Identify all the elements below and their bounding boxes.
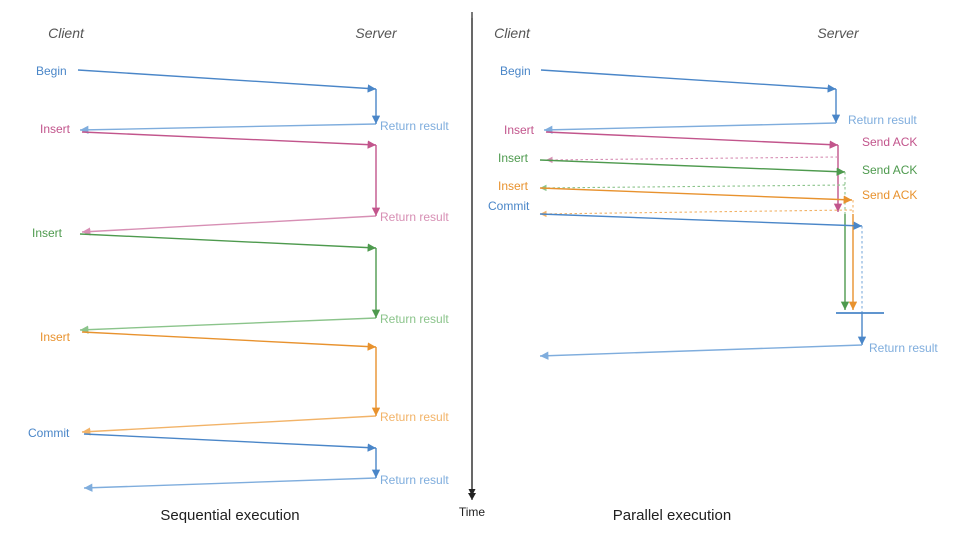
message-label-commit-request: Commit (28, 426, 70, 440)
message-commit-request: Commit (28, 426, 377, 452)
message-label-insert1-ack-label: Send ACK (862, 135, 917, 149)
message-arrow-insert1-request (545, 131, 839, 149)
message-label-insert3-return: Return result (380, 410, 449, 424)
message-commit-return: Return result (83, 473, 449, 492)
message-insert2-ack-return (539, 184, 846, 192)
message-label-insert3-request: Insert (498, 179, 529, 193)
message-insert2-request: Insert (32, 226, 377, 252)
message-arrow-commit-return (83, 477, 377, 492)
message-arrow-insert2-request (79, 233, 377, 252)
message-arrow-insert3-request (539, 187, 853, 204)
lifeline-title-server: Server (355, 25, 398, 41)
time-axis: Time (459, 18, 486, 519)
message-label-insert2-request: Insert (498, 151, 529, 165)
message-arrow-begin-request (77, 69, 377, 93)
message-insert3-ack-return (539, 209, 853, 218)
message-insert1-ack-label: Send ACK (862, 135, 917, 149)
message-arrow-insert2-ack-return (539, 184, 846, 192)
message-arrow-insert2-return (79, 317, 377, 334)
message-insert2-return: Return result (79, 312, 449, 334)
message-arrow-insert3-ack-return (539, 209, 853, 218)
message-begin-request: Begin (500, 64, 837, 93)
message-arrow-insert1-ack-return (545, 156, 839, 164)
message-begin-return: Return result (543, 113, 917, 134)
panel-caption-sequential: Sequential execution (160, 507, 299, 524)
message-label-insert2-ack-label: Send ACK (862, 163, 917, 177)
message-label-insert3-request: Insert (40, 330, 71, 344)
message-commit-request: Commit (488, 199, 863, 230)
message-insert1-request: Insert (504, 123, 839, 149)
time-axis-arrowhead (468, 493, 476, 500)
message-label-commit-return: Return result (380, 473, 449, 487)
message-insert2-ack-label: Send ACK (862, 163, 917, 177)
message-label-commit-request: Commit (488, 199, 530, 213)
message-arrow-begin-return (79, 123, 377, 135)
message-insert2-request: Insert (498, 151, 846, 176)
message-arrow-begin-return (543, 122, 837, 134)
message-arrow-insert3-request (81, 331, 377, 351)
message-label-begin-return: Return result (380, 119, 449, 133)
panel-caption-parallel: Parallel execution (613, 507, 731, 524)
message-begin-request: Begin (36, 64, 377, 93)
time-axis-label: Time (459, 505, 486, 519)
message-label-insert1-return: Return result (380, 210, 449, 224)
message-label-begin-return: Return result (848, 113, 917, 127)
message-label-begin-request: Begin (36, 64, 67, 78)
message-begin-return: Return result (79, 119, 449, 135)
message-arrow-insert2-request (539, 159, 846, 176)
message-insert3-request: Insert (498, 179, 853, 204)
message-insert3-return: Return result (81, 410, 449, 436)
message-arrow-insert1-return (81, 215, 377, 236)
message-arrow-begin-request (540, 69, 837, 93)
message-label-insert2-request: Insert (32, 226, 63, 240)
message-insert3-ack-label: Send ACK (862, 188, 917, 202)
message-label-commit-return: Return result (869, 341, 938, 355)
message-insert1-return: Return result (81, 210, 449, 236)
message-label-insert3-ack-label: Send ACK (862, 188, 917, 202)
message-insert1-ack-return (545, 156, 839, 164)
message-arrow-insert1-request (81, 131, 377, 149)
message-label-begin-request: Begin (500, 64, 531, 78)
message-insert1-request: Insert (40, 122, 377, 149)
message-label-insert1-request: Insert (504, 123, 535, 137)
message-arrow-insert3-return (81, 415, 377, 436)
message-label-insert2-return: Return result (380, 312, 449, 326)
lifeline-title-client: Client (494, 25, 531, 41)
message-commit-return: Return result (539, 341, 938, 360)
message-insert3-request: Insert (40, 330, 377, 351)
lifeline-title-server: Server (817, 25, 860, 41)
message-arrow-commit-return (539, 344, 863, 360)
message-arrow-commit-request (539, 213, 863, 230)
lifeline-title-client: Client (48, 25, 85, 41)
message-label-insert1-request: Insert (40, 122, 71, 136)
message-arrow-commit-request (83, 433, 377, 452)
